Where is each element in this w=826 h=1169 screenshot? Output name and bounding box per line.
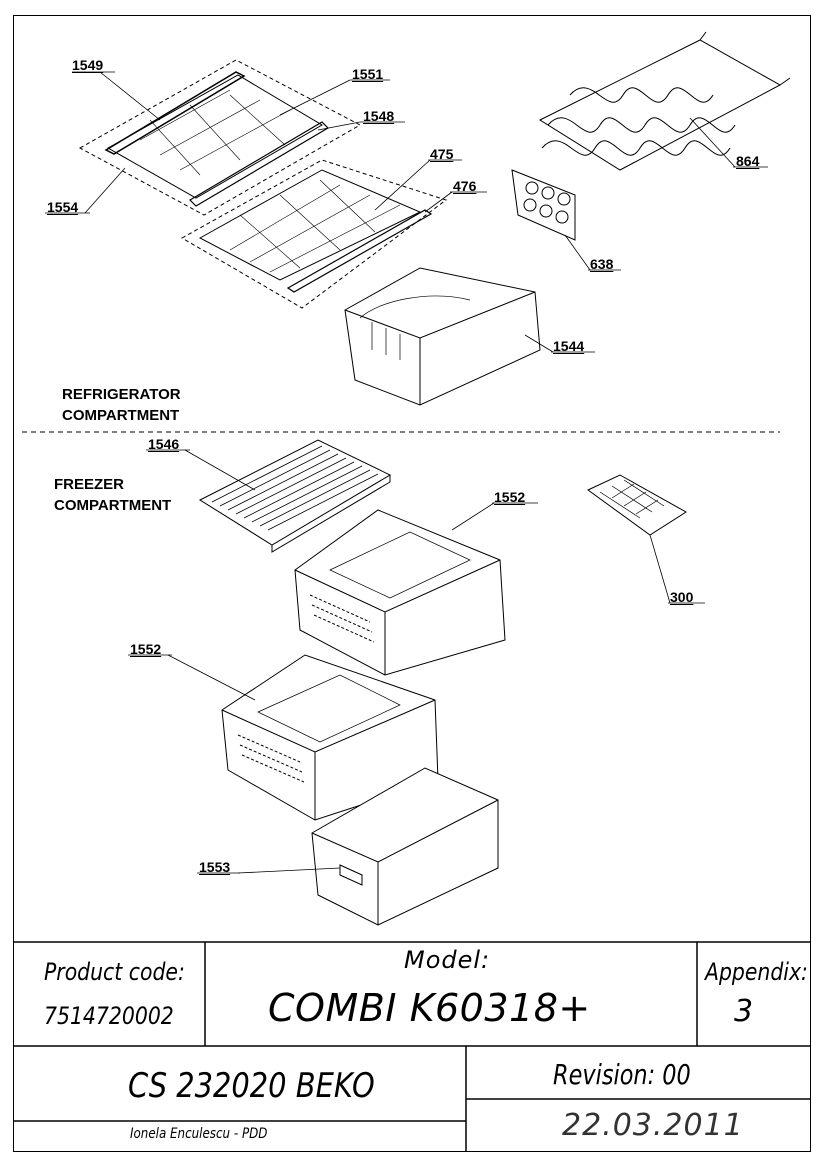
- model-value: COMBI K60318+: [268, 986, 591, 1030]
- wine-rack-864: [538, 31, 791, 171]
- glass-shelf-475: [180, 159, 448, 309]
- part-label-1548: 1548: [363, 108, 395, 124]
- part-label-864: 864: [736, 153, 760, 169]
- part-label-1552-upper: 1552: [494, 489, 526, 505]
- appendix-value: 3: [734, 994, 754, 1029]
- ice-tray-300: [587, 474, 687, 536]
- refrigerator-label-line2: COMPARTMENT: [62, 407, 180, 424]
- cs-code: CS 232020 BEKO: [128, 1066, 375, 1106]
- freezer-drawer-1553: [311, 767, 499, 926]
- author: Ionela Enculescu - PDD: [130, 1126, 268, 1142]
- appendix-label: Appendix:: [705, 958, 808, 986]
- revision-date: 22.03.2011: [562, 1108, 744, 1143]
- part-label-1549: 1549: [72, 57, 104, 73]
- part-label-1552-lower: 1552: [130, 641, 162, 657]
- part-label-476: 476: [453, 178, 477, 194]
- revision: Revision: 00: [553, 1058, 691, 1091]
- part-label-1544: 1544: [553, 338, 585, 354]
- product-code-value: 7514720002: [44, 1002, 174, 1030]
- glass-shelf-1551: [78, 59, 362, 216]
- part-label-638: 638: [590, 256, 614, 272]
- part-label-475: 475: [430, 146, 454, 162]
- drawing-frame: [13, 15, 811, 1152]
- part-label-300: 300: [670, 589, 694, 605]
- egg-tray-638: [511, 169, 576, 241]
- freezer-shelf-1546: [198, 439, 392, 553]
- freezer-label-line2: COMPARTMENT: [54, 497, 172, 514]
- model-label: Model:: [404, 946, 491, 974]
- product-code-label: Product code:: [44, 958, 185, 986]
- freezer-drawer-1552-lower: [221, 654, 439, 821]
- part-label-1553: 1553: [199, 859, 231, 875]
- part-label-1554: 1554: [47, 199, 79, 215]
- part-label-1551: 1551: [352, 66, 384, 82]
- freezer-drawer-1552-upper: [294, 509, 506, 676]
- part-label-1546: 1546: [148, 436, 180, 452]
- crisper-box-1544: [344, 267, 541, 406]
- refrigerator-label-line1: REFRIGERATOR: [62, 386, 181, 403]
- freezer-label-line1: FREEZER: [54, 476, 125, 493]
- title-block-grid: [13, 941, 811, 1152]
